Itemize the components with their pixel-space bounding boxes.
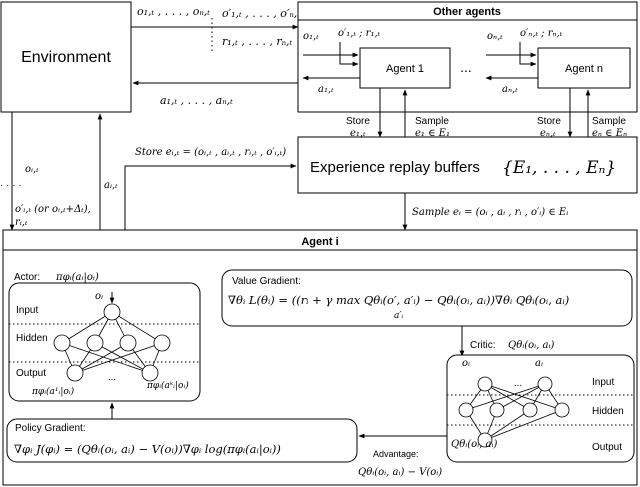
store1-label: Store [346,116,370,127]
network-node [489,402,505,418]
actor-input-var: oᵢ [95,291,103,302]
network-node [537,376,553,392]
network-node [153,334,171,352]
agentn-reward-arrow [519,42,537,67]
advantage-label: Advantage: [373,449,419,459]
agent1-obs: o₁,ₜ [303,31,319,42]
action-i-label: aᵢ,ₜ [104,180,118,191]
agent-i-title: Agent i [301,236,338,248]
replay-buffers-label: Experience replay buffers [310,159,480,176]
network-edge [484,409,563,441]
critic-output-q: Qθᵢ(oᵢ, aᵢ) [451,439,497,450]
samplen-label: Sample [592,116,626,127]
replay-buffers-set: {E₁, . . . , Eₙ} [502,158,616,178]
network-edge [484,409,531,441]
network-node [141,364,159,382]
replay-buffers-box [297,136,638,194]
actor-output-left: πφᵢ(a¹ᵢ|oᵢ) [31,386,75,397]
network-node [103,303,121,321]
network-edge [61,342,151,374]
next-obs-i-label: o′ᵢ,ₜ (or oᵢ,ₜ+Δₜ), [15,204,91,215]
network-node [66,364,84,382]
network-edge [111,311,163,344]
value-gradient-eq: ∇θᵢ L(θᵢ) = ((rᵢ + γ max Qθᵢ(o′, a′ᵢ) − … [228,293,569,307]
network-node [477,376,493,392]
critic-input-label: Input [592,377,614,388]
storen-label: Store [537,116,561,127]
agentn-next-obs-reward: o′ₙ,ₜ ; rₙ,ₜ [520,28,563,39]
value-gradient-box [221,269,633,327]
critic-hidden-label: Hidden [592,406,624,417]
network-edge [61,311,113,344]
obs-out-label: o₁,ₜ , . . . , oₙ,ₜ [137,5,210,18]
agentn-obs: oₙ,ₜ [487,31,503,42]
policy-gradient-eq: ∇φᵢ J(φᵢ) = (Qθᵢ(oᵢ, aᵢ) − V(oᵢ))∇φᵢ log… [14,442,281,457]
storen-sub: eₙ,ₜ [540,128,556,139]
agentn-action: aₙ,ₜ [502,84,518,95]
network-node [477,432,493,448]
network-edge [496,383,546,411]
agent1-action: a₁,ₜ [318,84,334,95]
value-gradient-title: Value Gradient: [232,276,301,287]
agent1-label: Agent 1 [386,63,424,75]
network-node [119,334,137,352]
actor-output-right: πφᵢ(aᵏᵢ|oᵢ) [146,380,189,391]
network-edge [465,383,546,411]
agent1-box [359,47,451,89]
network-node [458,402,474,418]
network-node [53,334,71,352]
actor-hidden-label: Hidden [16,333,48,344]
critic-q: Qθᵢ(oᵢ, aᵢ) [508,340,554,351]
agent1-reward-arrow [339,42,359,67]
environment-box [0,1,132,113]
actor-network [53,303,171,382]
sample1-sub: e₁ ∈ E₁ [415,128,450,139]
store1-sub: e₁,ₜ [350,128,366,139]
critic-input-o: oᵢ [462,358,470,369]
environment-label: Environment [21,49,111,66]
actions-in-label: a₁,ₜ , . . . , aₙ,ₜ [160,94,233,107]
critic-network-box [446,354,635,463]
actor-policy: πφᵢ(aᵢ|oᵢ) [55,272,99,283]
critic-input-a: aᵢ [535,358,543,369]
policy-gradient-box [6,418,358,463]
store-i-label: Store eᵢ,ₜ = (oᵢ,ₜ , aᵢ,ₜ , rᵢ,ₜ , o′ᵢ,ₜ… [135,147,286,158]
rewards-out-label: r₁,ₜ , . . . , rₙ,ₜ [222,35,293,48]
network-edge [484,383,563,411]
sample-i-label: Sample eᵢ = (oᵢ , aᵢ , rᵢ , o′ᵢ) ∈ Eᵢ [412,207,568,218]
obs-i-label: oᵢ,ₜ [25,164,39,175]
samplen-sub: eₙ ∈ Eₙ [592,128,627,139]
actor-output-label: Output [16,368,46,379]
network-node [554,402,570,418]
actor-nn-dots: ... [108,372,116,383]
agentn-box [537,47,631,89]
agent1-next-obs-reward: o′₁,ₜ ; r₁,ₜ [338,28,381,39]
value-gradient-sub: a′ᵢ [394,311,403,321]
critic-label: Critic: [470,340,496,351]
network-edge [74,342,163,374]
critic-output-label: Output [592,442,622,453]
network-edge [74,342,129,374]
reward-i-label: rᵢ,ₜ [15,217,28,228]
network-edge [94,342,151,374]
sample1-label: Sample [415,116,449,127]
left-dots: · · · · [0,180,22,191]
actor-label: Actor: [14,272,40,283]
agentn-label: Agent n [565,63,603,75]
other-agents-title: Other agents [433,6,501,18]
policy-gradient-title: Policy Gradient: [15,423,86,434]
next-obs-out-label: o′₁,ₜ , . . . , o′ₙ,ₜ [222,7,300,20]
network-edge [484,383,531,411]
critic-network [458,376,570,448]
critic-nn-dots: ... [514,378,522,389]
network-node [86,334,104,352]
agents-dots: ... [460,59,472,75]
actor-input-label: Input [16,305,38,316]
advantage-eq: Qθᵢ(oᵢ, aᵢ) − V(oᵢ) [358,467,442,478]
network-node [522,402,538,418]
store-i-arrow [124,163,297,230]
